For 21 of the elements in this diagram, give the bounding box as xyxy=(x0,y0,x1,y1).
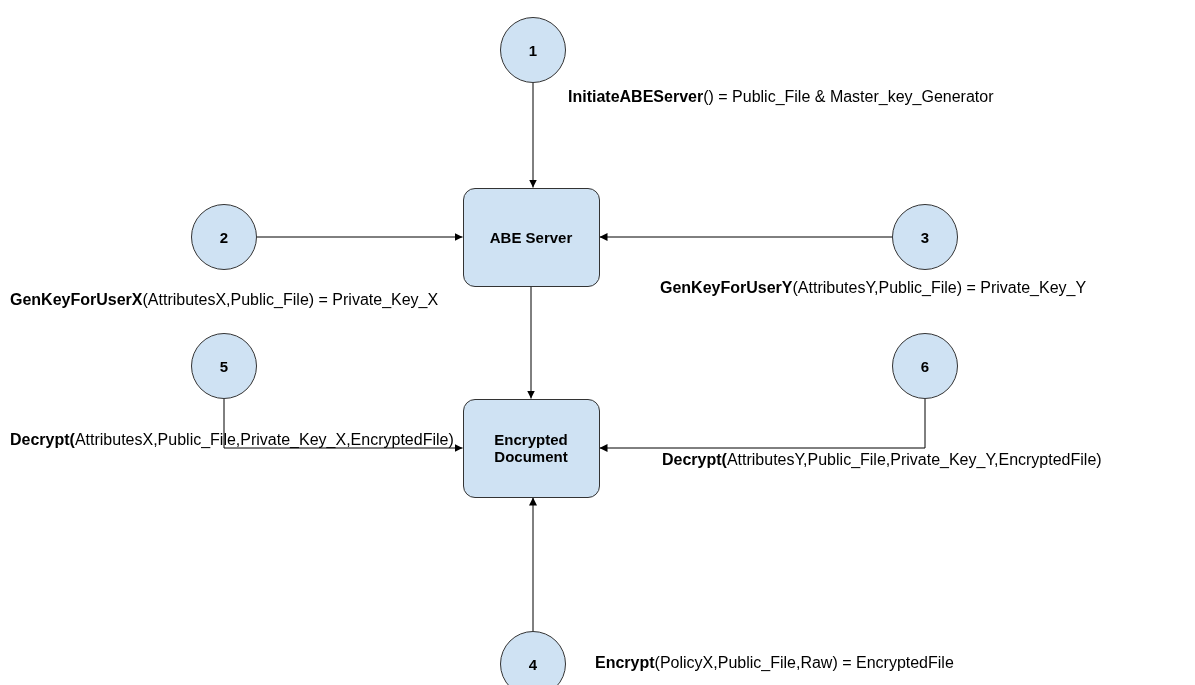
arrow xyxy=(599,233,893,241)
arrow xyxy=(256,233,463,241)
box-label: ABE Server xyxy=(488,228,574,246)
box-label: Encrypted Document xyxy=(493,431,569,465)
arrow xyxy=(223,398,463,452)
function-label: Decrypt(AttributesY,Public_File,Private_Key_Y,EncryptedFile) xyxy=(662,451,1102,469)
step-number: 5 xyxy=(218,357,230,375)
function-label: GenKeyForUserX(AttributesX,Public_File) = Private_Key_X xyxy=(10,291,439,309)
arrow xyxy=(529,82,537,188)
step-number: 3 xyxy=(919,228,931,246)
arrow xyxy=(599,398,926,452)
step-number: 4 xyxy=(527,655,539,673)
step-number: 1 xyxy=(527,41,539,59)
step-number: 2 xyxy=(218,228,230,246)
arrow xyxy=(527,286,535,399)
process-box xyxy=(462,187,600,287)
arrow xyxy=(529,497,537,632)
step-circle xyxy=(500,631,566,685)
function-label: Decrypt(AttributesX,Public_File,Private_Key_X,EncryptedFile) xyxy=(10,431,454,449)
step-number: 6 xyxy=(919,357,931,375)
process-box xyxy=(462,398,600,498)
